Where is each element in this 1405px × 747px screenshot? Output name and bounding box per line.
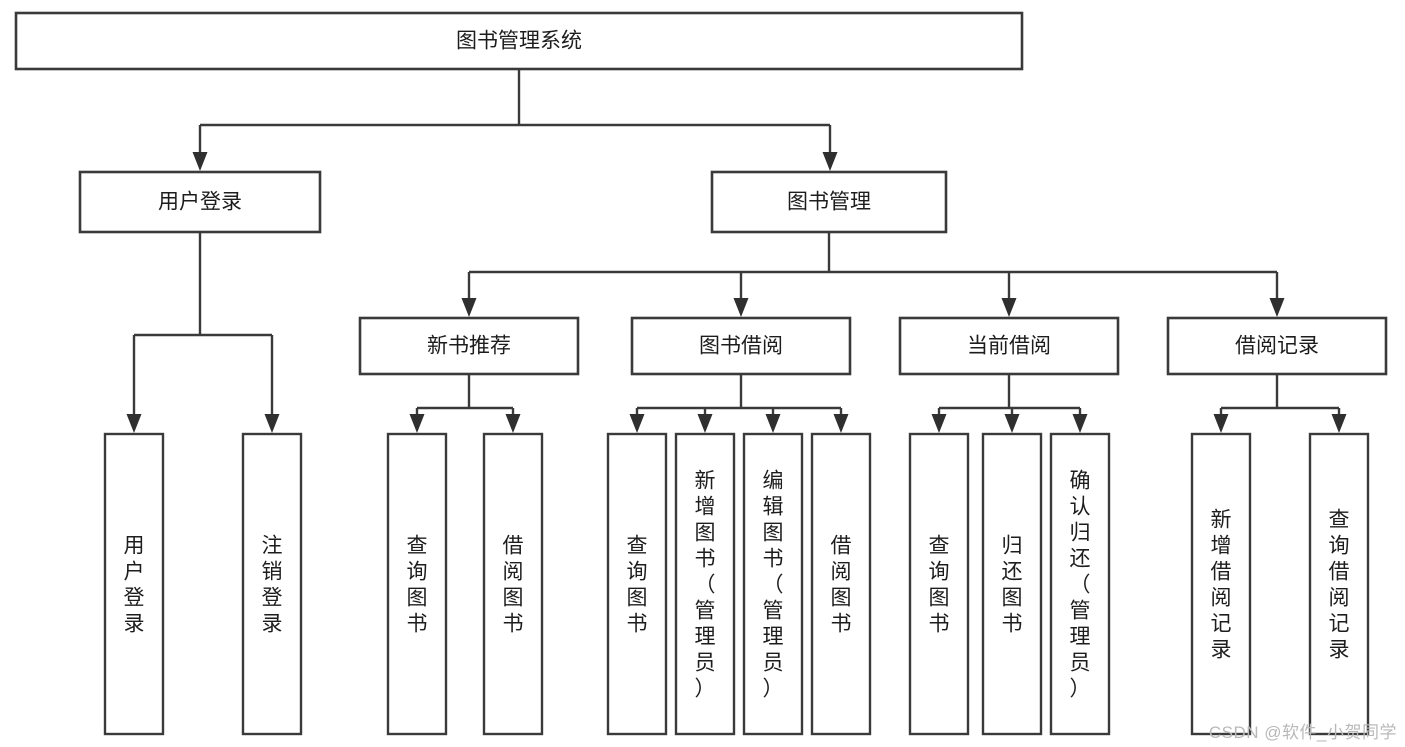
arrow-head-icon	[1004, 414, 1020, 433]
node-box[interactable]	[742, 432, 804, 736]
node-box[interactable]	[630, 316, 852, 376]
node-box[interactable]	[241, 432, 303, 736]
node-box[interactable]	[674, 432, 736, 736]
connector-group	[629, 374, 849, 433]
node-label: 当前借阅	[967, 335, 1051, 358]
arrow-head-icon	[833, 414, 849, 433]
arrow-head-icon	[1331, 414, 1347, 433]
node-label: 查询图书	[627, 534, 648, 635]
arrow-head-icon	[1001, 298, 1017, 317]
watermark-text: CSDN @软件_小贺同学	[1208, 723, 1397, 742]
node-box[interactable]	[981, 432, 1043, 736]
connector-group	[931, 374, 1088, 433]
node-leaf-add-record[interactable]: 新增借阅记录	[1190, 432, 1252, 736]
node-label: 注销登录	[262, 534, 283, 635]
node-label: 借阅图书	[831, 534, 852, 635]
node-box[interactable]	[1166, 316, 1388, 376]
node-label: 图书管理系统	[456, 30, 582, 53]
node-box[interactable]	[1190, 432, 1252, 736]
arrow-head-icon	[629, 414, 645, 433]
node-label: 用户登录	[124, 534, 145, 635]
node-leaf-user-login[interactable]: 用户登录	[103, 432, 165, 736]
node-label: 新增借阅记录	[1211, 508, 1232, 661]
node-leaf-query-book-1[interactable]: 查询图书	[386, 432, 448, 736]
node-box[interactable]	[482, 432, 544, 736]
node-box[interactable]	[908, 432, 970, 736]
node-box[interactable]	[14, 11, 1024, 71]
node-box[interactable]	[358, 316, 580, 376]
node-leaf-query-record[interactable]: 查询借阅记录	[1308, 432, 1370, 736]
node-box[interactable]	[606, 432, 668, 736]
node-label: 新书推荐	[427, 335, 511, 358]
node-current-borrow[interactable]: 当前借阅	[898, 316, 1120, 376]
node-box[interactable]	[810, 432, 872, 736]
node-label: 编辑图书（管理员）	[763, 469, 784, 700]
node-label: 用户登录	[158, 191, 242, 214]
arrow-head-icon	[1213, 414, 1229, 433]
node-borrow-record[interactable]: 借阅记录	[1166, 316, 1388, 376]
node-box[interactable]	[1049, 432, 1111, 736]
node-label: 借阅图书	[503, 534, 524, 635]
arrow-head-icon	[192, 152, 208, 171]
node-leaf-return-book[interactable]: 归还图书	[981, 432, 1043, 736]
node-label: 图书管理	[787, 191, 871, 214]
connector-group	[1213, 374, 1347, 433]
node-box[interactable]	[710, 170, 948, 234]
arrow-head-icon	[264, 414, 280, 433]
node-book-borrow[interactable]: 图书借阅	[630, 316, 852, 376]
node-leaf-query-book-3[interactable]: 查询图书	[908, 432, 970, 736]
node-box[interactable]	[898, 316, 1120, 376]
connector-layer	[126, 69, 1347, 433]
node-layer: 图书管理系统用户登录图书管理新书推荐图书借阅当前借阅借阅记录用户登录注销登录查询…	[14, 11, 1388, 736]
node-label: 借阅记录	[1235, 335, 1319, 358]
node-box[interactable]	[78, 170, 322, 234]
arrow-head-icon	[505, 414, 521, 433]
node-box[interactable]	[103, 432, 165, 736]
node-book-manage[interactable]: 图书管理	[710, 170, 948, 234]
node-label: 查询图书	[407, 534, 428, 635]
arrow-head-icon	[822, 152, 838, 171]
node-label: 新增图书（管理员）	[695, 469, 716, 700]
arrow-head-icon	[126, 414, 142, 433]
node-root[interactable]: 图书管理系统	[14, 11, 1024, 71]
node-new-book-rec[interactable]: 新书推荐	[358, 316, 580, 376]
node-user-login[interactable]: 用户登录	[78, 170, 322, 234]
arrow-head-icon	[1072, 414, 1088, 433]
arrow-head-icon	[409, 414, 425, 433]
node-leaf-confirm-return[interactable]: 确认归还（管理员）	[1049, 432, 1111, 736]
connector-group	[126, 232, 280, 433]
node-label: 归还图书	[1002, 534, 1023, 635]
node-leaf-add-book[interactable]: 新增图书（管理员）	[674, 432, 736, 736]
node-box[interactable]	[386, 432, 448, 736]
node-label: 图书借阅	[699, 335, 783, 358]
node-leaf-borrow-book-1[interactable]: 借阅图书	[482, 432, 544, 736]
arrow-head-icon	[931, 414, 947, 433]
arrow-head-icon	[733, 298, 749, 317]
connector-group	[409, 374, 521, 433]
arrow-head-icon	[765, 414, 781, 433]
node-label: 查询借阅记录	[1329, 508, 1350, 661]
node-box[interactable]	[1308, 432, 1370, 736]
node-label: 查询图书	[929, 534, 950, 635]
node-leaf-query-book-2[interactable]: 查询图书	[606, 432, 668, 736]
node-label: 确认归还（管理员）	[1070, 469, 1091, 700]
arrow-head-icon	[697, 414, 713, 433]
node-leaf-logout[interactable]: 注销登录	[241, 432, 303, 736]
arrow-head-icon	[1269, 298, 1285, 317]
connector-group	[192, 69, 838, 171]
node-leaf-borrow-book-2[interactable]: 借阅图书	[810, 432, 872, 736]
connector-group	[461, 232, 1285, 317]
node-leaf-edit-book[interactable]: 编辑图书（管理员）	[742, 432, 804, 736]
arrow-head-icon	[461, 298, 477, 317]
